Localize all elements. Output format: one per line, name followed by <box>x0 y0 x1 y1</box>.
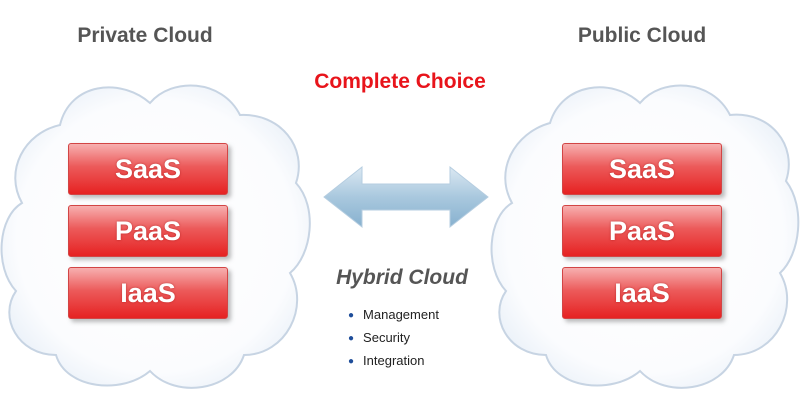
private-cloud-title: Private Cloud <box>77 24 213 47</box>
public-paas-layer: PaaS <box>562 205 722 257</box>
feature-security: Security <box>363 330 411 345</box>
public-iaas-layer: IaaS <box>562 267 722 319</box>
double-headed-arrow-icon <box>323 165 489 229</box>
public-cloud-title: Public Cloud <box>577 24 707 47</box>
list-item: ● Security <box>348 327 439 350</box>
public-cloud-layer-stack: SaaS PaaS IaaS <box>562 143 722 329</box>
bullet-icon: ● <box>348 356 355 367</box>
private-cloud-layer-stack: SaaS PaaS IaaS <box>68 143 228 329</box>
private-paas-layer: PaaS <box>68 205 228 257</box>
bullet-icon: ● <box>348 333 355 344</box>
hybrid-cloud-title: Hybrid Cloud <box>336 266 468 289</box>
feature-integration: Integration <box>363 353 425 368</box>
hybrid-features-list: ● Management ● Security ● Integration <box>348 304 439 373</box>
private-iaas-layer: IaaS <box>68 267 228 319</box>
list-item: ● Management <box>348 304 439 327</box>
complete-choice-headline: Complete Choice <box>314 70 486 93</box>
public-saas-layer: SaaS <box>562 143 722 195</box>
feature-management: Management <box>363 307 439 322</box>
private-saas-layer: SaaS <box>68 143 228 195</box>
bullet-icon: ● <box>348 310 355 321</box>
list-item: ● Integration <box>348 350 439 373</box>
